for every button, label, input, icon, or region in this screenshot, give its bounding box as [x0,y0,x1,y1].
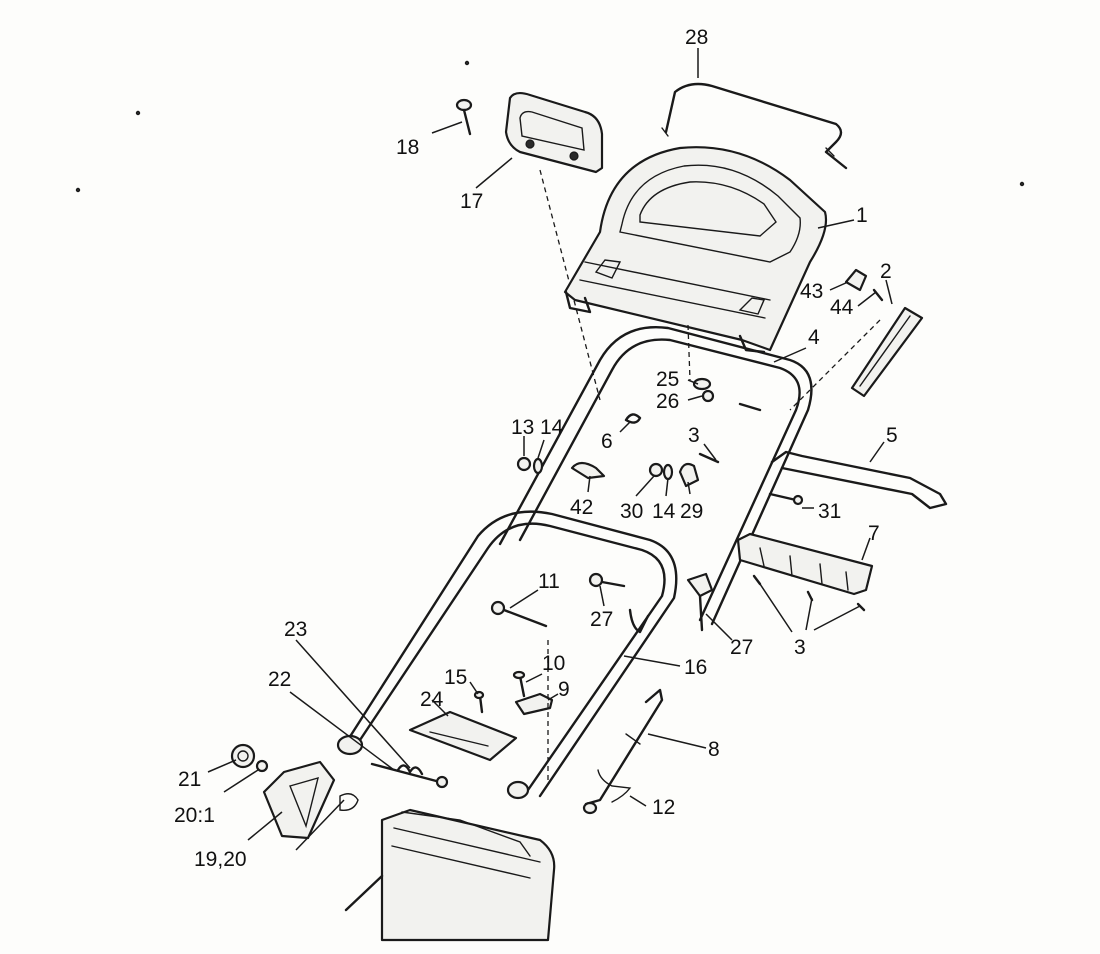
part-2-alignment-line [789,319,881,411]
part-6-clip [624,413,642,424]
label-44: 44 [830,296,854,319]
label-3a: 3 [688,424,700,447]
label-14a: 14 [540,416,564,439]
part-18-screw [455,98,473,136]
part-27-knob [686,572,714,632]
label-17: 17 [460,190,483,213]
label-18: 18 [396,136,419,159]
label-19-20: 19,20 [194,848,247,871]
leader-lines [207,48,893,851]
label-42: 42 [570,496,593,519]
part-31-bolt [768,492,804,506]
part-9-block [514,692,554,716]
label-11: 11 [538,570,560,593]
label-20-1: 20:1 [174,804,215,827]
label-4: 4 [808,326,820,349]
mower-body [339,793,556,942]
part-4-upper-frame [498,326,813,626]
callout-labels: 28 18 17 1 2 43 44 4 25 26 6 13 14 3 5 4… [174,26,898,871]
label-16: 16 [684,656,707,679]
label-5: 5 [886,424,898,447]
part-19-20-housing [262,760,336,840]
part-12-wire [597,769,632,803]
part-17-cover [504,91,604,174]
label-3b: 3 [794,636,806,659]
label-22: 22 [268,668,291,691]
label-24: 24 [420,688,444,711]
part-2-strip [850,306,924,398]
label-13: 13 [511,416,534,439]
part-11-bolt [490,600,548,628]
part-28-cable [661,82,848,170]
part-20-1-washer [255,759,269,773]
label-2: 2 [880,260,892,283]
part-15-screw [473,690,485,714]
part-8-cable [582,688,664,815]
label-31: 31 [818,500,841,523]
label-43: 43 [800,280,823,303]
part-5-rod [770,450,948,510]
part-26-washer [701,389,715,403]
part-10-screw [512,670,526,698]
part-14-washer-left [532,457,544,475]
part-42-lever [570,461,606,480]
part-22-bolt [370,762,449,789]
label-23: 23 [284,618,307,641]
part-13-nut [516,456,532,472]
label-27a: 27 [590,608,613,631]
part-16-lower-frame [336,510,678,800]
part-29-cam [678,462,700,488]
label-27b: 27 [730,636,753,659]
part-1-handle-housing [563,146,828,354]
part-44-screw [872,288,884,302]
label-8: 8 [708,738,720,761]
label-7: 7 [868,522,880,545]
label-15: 15 [444,666,467,689]
part-43-nut [844,268,868,292]
label-1: 1 [856,204,868,227]
part-21-knob [230,743,256,769]
label-10: 10 [542,652,565,675]
label-28: 28 [685,26,708,49]
part-14-washer-center [662,463,674,481]
part-7-switch-bar [736,532,874,596]
label-12: 12 [652,796,675,819]
part-30-nut [648,462,664,478]
label-25: 25 [656,368,679,391]
label-26: 26 [656,390,679,413]
part-25-bushing [692,377,712,391]
label-6: 6 [601,430,613,453]
label-14b: 14 [652,500,676,523]
label-30: 30 [620,500,643,523]
label-29: 29 [680,500,703,523]
part-3-screw-upper [698,402,762,464]
label-9: 9 [558,678,570,701]
label-21: 21 [178,768,201,791]
part-23-spring [396,764,424,776]
part-24-plate [408,710,518,762]
part-27-bolt-upper [588,572,626,588]
stray-dots [75,60,1025,193]
